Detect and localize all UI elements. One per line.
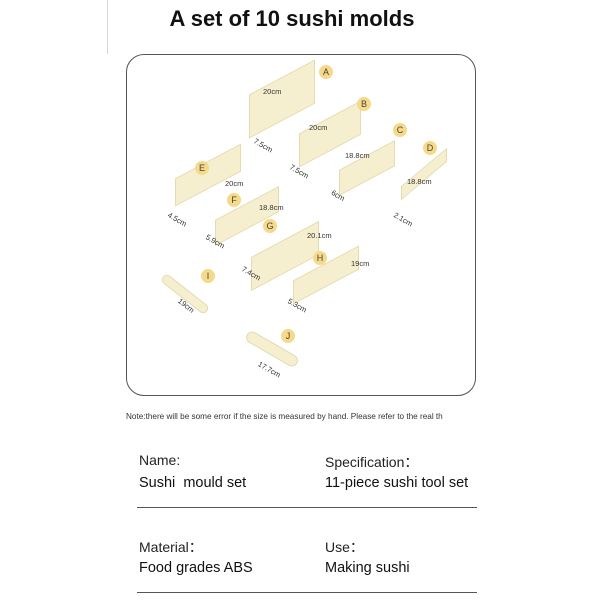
spec-label-specification: Specification： xyxy=(325,454,419,470)
badge-h: H xyxy=(313,251,327,265)
badge-i: I xyxy=(201,269,215,283)
spec-label-material: Material： xyxy=(139,539,203,555)
dim-d-width: 2.1cm xyxy=(392,210,415,229)
dim-f-length: 18.8cm xyxy=(259,203,284,212)
dim-e-width: 4.5cm xyxy=(166,210,189,229)
dim-c-length: 18.8cm xyxy=(345,151,370,160)
badge-g: G xyxy=(263,219,277,233)
dim-j-length: 17.7cm xyxy=(256,359,283,380)
dim-b-length: 20cm xyxy=(309,123,328,132)
badge-a: A xyxy=(319,65,333,79)
spec-label-name: Name: xyxy=(139,452,181,468)
badge-f: F xyxy=(227,193,241,207)
spec-value-specification: 11-piece sushi tool set xyxy=(325,475,469,491)
spec-label-use: Use： xyxy=(325,539,364,555)
measurement-note: Note:there will be some error if the siz… xyxy=(126,412,443,421)
dim-e-length: 20cm xyxy=(225,179,244,188)
dim-h-length: 19cm xyxy=(351,259,370,268)
spec-value-use: Making sushi xyxy=(325,560,410,576)
divider xyxy=(137,592,477,593)
mold-a xyxy=(249,59,315,139)
dim-a-width: 7.5cm xyxy=(252,136,275,155)
badge-c: C xyxy=(393,123,407,137)
dim-d-length: 18.8cm xyxy=(407,177,432,186)
badge-d: D xyxy=(423,141,437,155)
dim-g-length: 20.1cm xyxy=(307,231,332,240)
spec-value-material: Food grades ABS xyxy=(139,560,253,576)
mold-c xyxy=(339,140,395,196)
dim-a-length: 20cm xyxy=(263,87,282,96)
badge-b: B xyxy=(357,97,371,111)
page-title: A set of 10 sushi molds xyxy=(169,6,415,31)
badge-j: J xyxy=(281,329,295,343)
divider-line xyxy=(107,0,108,54)
divider xyxy=(137,507,477,508)
mold-d xyxy=(401,147,447,201)
mold-f xyxy=(215,185,279,247)
product-diagram: A 20cm 7.5cm B 20cm 7.5cm C 18.8cm 6cm D… xyxy=(126,54,476,396)
spec-value-name: Sushi mould set xyxy=(139,475,247,491)
badge-e: E xyxy=(195,161,209,175)
